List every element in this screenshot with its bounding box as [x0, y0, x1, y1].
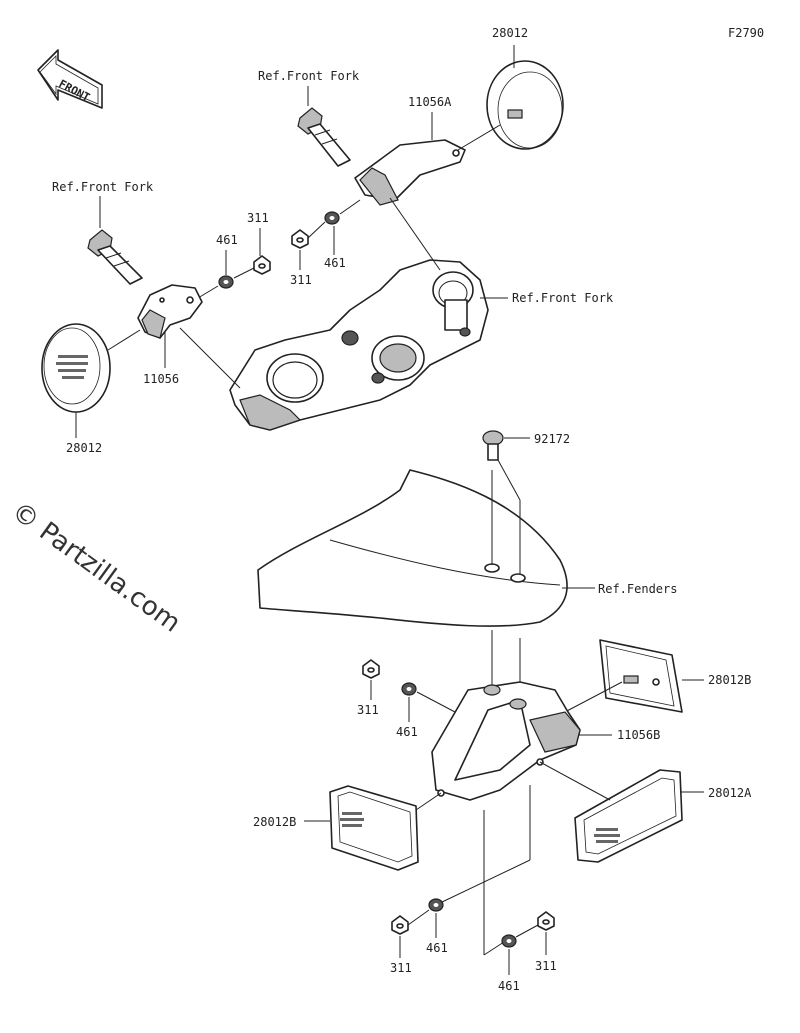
- label-ref-front-fork-right: Ref.Front Fork: [512, 291, 614, 305]
- label-311-e: 311: [535, 959, 557, 973]
- watermark: © Partzilla.com: [6, 496, 186, 638]
- screw-92172: [482, 430, 504, 461]
- label-461-b: 461: [324, 256, 346, 270]
- label-ref-front-fork-left: Ref.Front Fork: [52, 180, 154, 194]
- bracket-11056A: [354, 139, 466, 206]
- label-28012A: 28012A: [708, 786, 752, 800]
- label-28012B-right: 28012B: [708, 673, 751, 687]
- label-311-c: 311: [357, 703, 379, 717]
- bracket-11056B: [431, 681, 581, 801]
- reflector-28012A: [574, 769, 683, 863]
- label-ref-fenders: Ref.Fenders: [598, 582, 677, 596]
- triple-clamp: [229, 259, 489, 431]
- label-461-c: 461: [396, 725, 418, 739]
- washer-461-lower-top: [401, 682, 417, 696]
- bolt-left: [87, 229, 143, 285]
- label-311-a: 311: [247, 211, 269, 225]
- label-11056: 11056: [143, 372, 179, 386]
- bolt-top: [297, 107, 351, 167]
- label-92172: 92172: [534, 432, 570, 446]
- washer-461-lower-right: [501, 934, 517, 948]
- label-28012-left: 28012: [66, 441, 102, 455]
- label-461-e: 461: [498, 979, 520, 993]
- label-461-a: 461: [216, 233, 238, 247]
- nut-311-upper-left: [253, 255, 271, 275]
- reflector-28012-top: [486, 45, 564, 150]
- label-28012-top: 28012: [492, 26, 528, 40]
- label-311-d: 311: [390, 961, 412, 975]
- front-arrow-icon: FRONT: [37, 49, 103, 109]
- figure-code: F2790: [728, 26, 764, 40]
- bracket-11056: [137, 284, 203, 339]
- label-311-b: 311: [290, 273, 312, 287]
- washer-461-upper-left: [218, 275, 234, 289]
- nut-311-lower-right: [537, 911, 555, 931]
- nut-311-lower-left: [391, 915, 409, 935]
- label-28012B-left: 28012B: [253, 815, 296, 829]
- label-11056B: 11056B: [617, 728, 660, 742]
- washer-461-upper-right: [324, 211, 340, 225]
- reflector-28012B-right: [599, 639, 683, 713]
- label-ref-front-fork-top: Ref.Front Fork: [258, 69, 360, 83]
- reflector-28012-left: [41, 323, 111, 413]
- nut-311-lower-top: [362, 659, 380, 679]
- fender: [257, 469, 568, 627]
- label-11056A: 11056A: [408, 95, 452, 109]
- label-461-d: 461: [426, 941, 448, 955]
- washer-461-lower-left: [428, 898, 444, 912]
- reflector-28012B-left: [329, 785, 419, 871]
- nut-311-upper-right: [291, 229, 309, 249]
